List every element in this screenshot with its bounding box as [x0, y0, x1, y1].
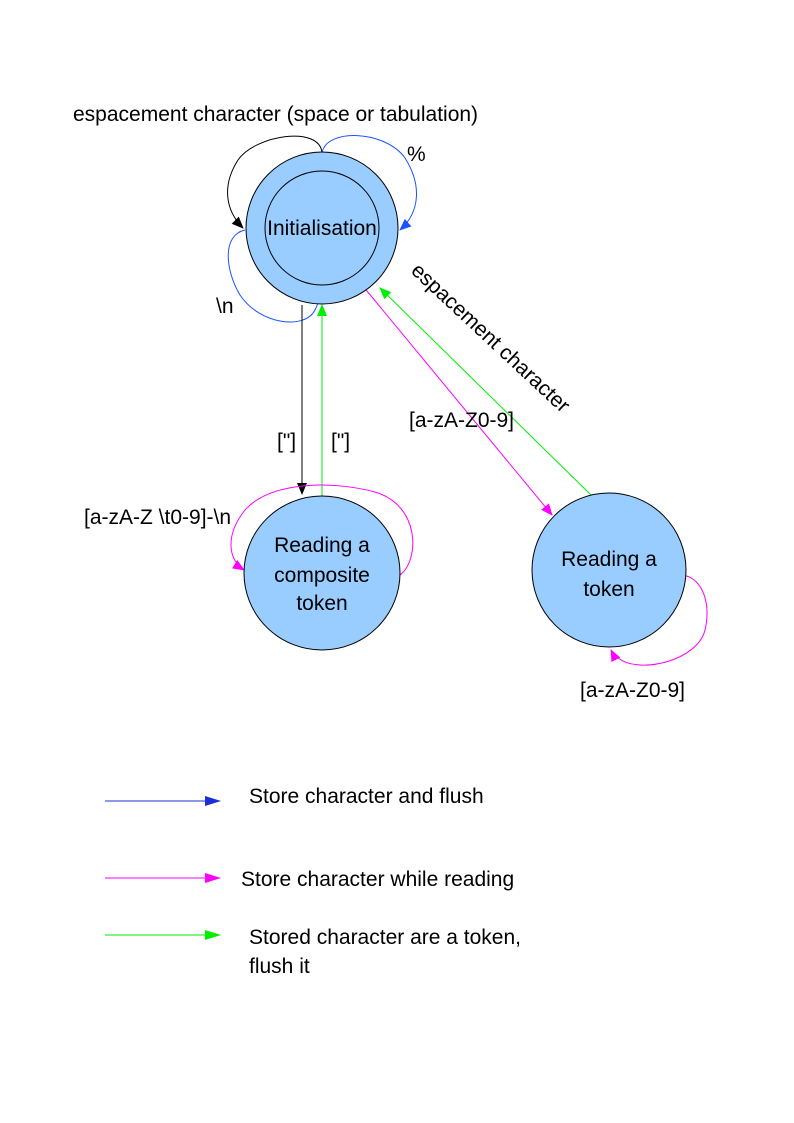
state-composite-label-line: Reading a [274, 534, 370, 557]
legend-label-token-line: Stored character are a token, [249, 926, 521, 949]
transition-composite-loop [230, 484, 414, 576]
label-composite-to-init: ["] [331, 430, 350, 453]
transition-token-to-init [379, 287, 593, 497]
transition-init-space-loop [227, 135, 323, 229]
state-reading-composite-token: Reading a composite token [243, 495, 401, 651]
state-reading-token: Reading a token [531, 492, 687, 648]
state-composite-label-line: token [296, 592, 347, 615]
transition-init-percent-loop [321, 135, 417, 231]
label-token-loop: [a-zA-Z0-9] [580, 679, 685, 702]
state-composite-label-line: composite [274, 564, 370, 587]
label-init-to-token: [a-zA-Z0-9] [409, 409, 514, 432]
legend-item-token: Stored character are a token, flush it [105, 926, 521, 978]
legend-item-read: Store character while reading [105, 868, 514, 891]
label-init-newline-loop: \n [216, 295, 234, 318]
label-init-to-composite: ["] [277, 430, 296, 453]
legend-label-token-line: flush it [249, 955, 310, 978]
transition-token-loop [610, 574, 708, 666]
legend-label-read: Store character while reading [241, 868, 514, 891]
legend: Store character and flush Store characte… [105, 785, 521, 978]
state-token-label-line: Reading a [561, 548, 657, 571]
label-init-space-loop: espacement character (space or tabulatio… [73, 103, 478, 126]
label-composite-loop: [a-zA-Z \t0-9]-\n [84, 506, 231, 529]
state-initialisation-label: Initialisation [267, 217, 377, 240]
state-initialisation: Initialisation [245, 151, 399, 305]
state-token-label-line: token [583, 578, 634, 601]
transition-init-to-token [361, 284, 553, 516]
label-init-percent-loop: % [407, 143, 426, 166]
legend-label-flush: Store character and flush [249, 785, 484, 808]
legend-item-flush: Store character and flush [105, 785, 484, 808]
